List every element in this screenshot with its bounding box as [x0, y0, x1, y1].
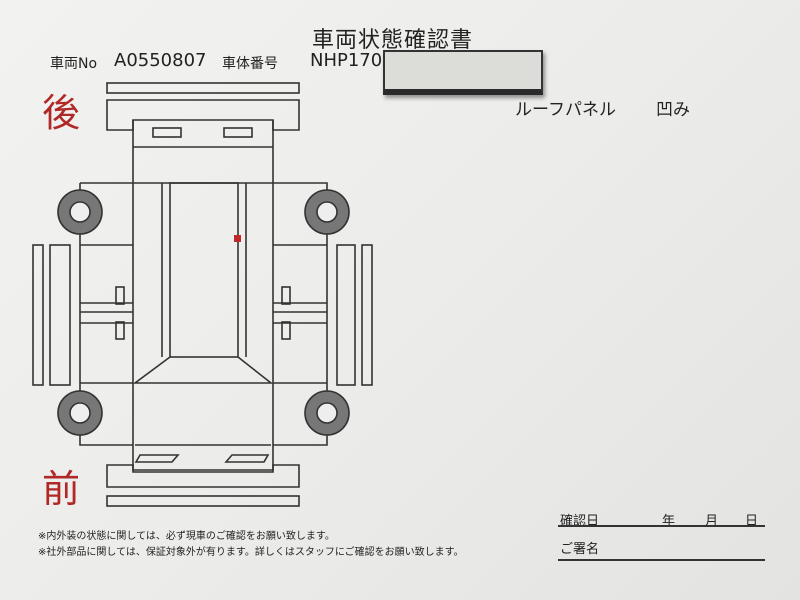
- wheel-front-left: [57, 390, 103, 436]
- wheel-rear-right: [304, 189, 350, 235]
- rear-light-left: [152, 127, 182, 138]
- wheel-front-right: [304, 390, 350, 436]
- front-bumper: [106, 464, 300, 488]
- signature-label: ご署名: [560, 542, 600, 557]
- damage-part: ルーフパネル: [515, 100, 616, 120]
- roof-panel: [169, 182, 239, 358]
- front-bumper-bar: [106, 495, 300, 507]
- headlight-left: [134, 454, 180, 463]
- note-1: ※内外装の状態に関しては、必ず現車のご確認をお願い致します。: [38, 531, 335, 542]
- headlight-right: [224, 454, 270, 463]
- rear-bumper: [106, 99, 300, 131]
- signature-line: [558, 559, 765, 561]
- date-line: [558, 525, 765, 527]
- left-step-outer: [32, 244, 44, 386]
- chassis-no: NHP170-: [310, 50, 389, 71]
- left-step-inner: [49, 244, 71, 386]
- right-step-inner: [336, 244, 356, 386]
- body-outline: [132, 120, 274, 471]
- rear-light-right: [223, 127, 253, 138]
- damage-condition: 凹み: [655, 100, 690, 120]
- redaction-sticker: [383, 50, 543, 95]
- windshield: [132, 356, 274, 384]
- right-step-outer: [361, 244, 373, 386]
- damage-entry: ルーフパネル 凹み: [515, 95, 730, 120]
- left-side-panels: [79, 182, 133, 446]
- damage-mark: [234, 235, 241, 242]
- vehicle-no: A0550807: [114, 50, 207, 71]
- wheel-rear-left: [57, 189, 103, 235]
- document-title: 車両状態確認書: [312, 28, 474, 53]
- vehicle-no-label: 車両No: [50, 56, 98, 72]
- rear-bumper-bar: [106, 82, 300, 94]
- chassis-no-label: 車体番号: [222, 56, 278, 72]
- note-2: ※社外部品に関しては、保証対象外が有ります。詳しくはスタッフにご確認をお願い致し…: [38, 547, 464, 558]
- rear-label: 後: [42, 91, 81, 135]
- right-side-panels: [273, 182, 328, 446]
- front-label: 前: [42, 467, 81, 511]
